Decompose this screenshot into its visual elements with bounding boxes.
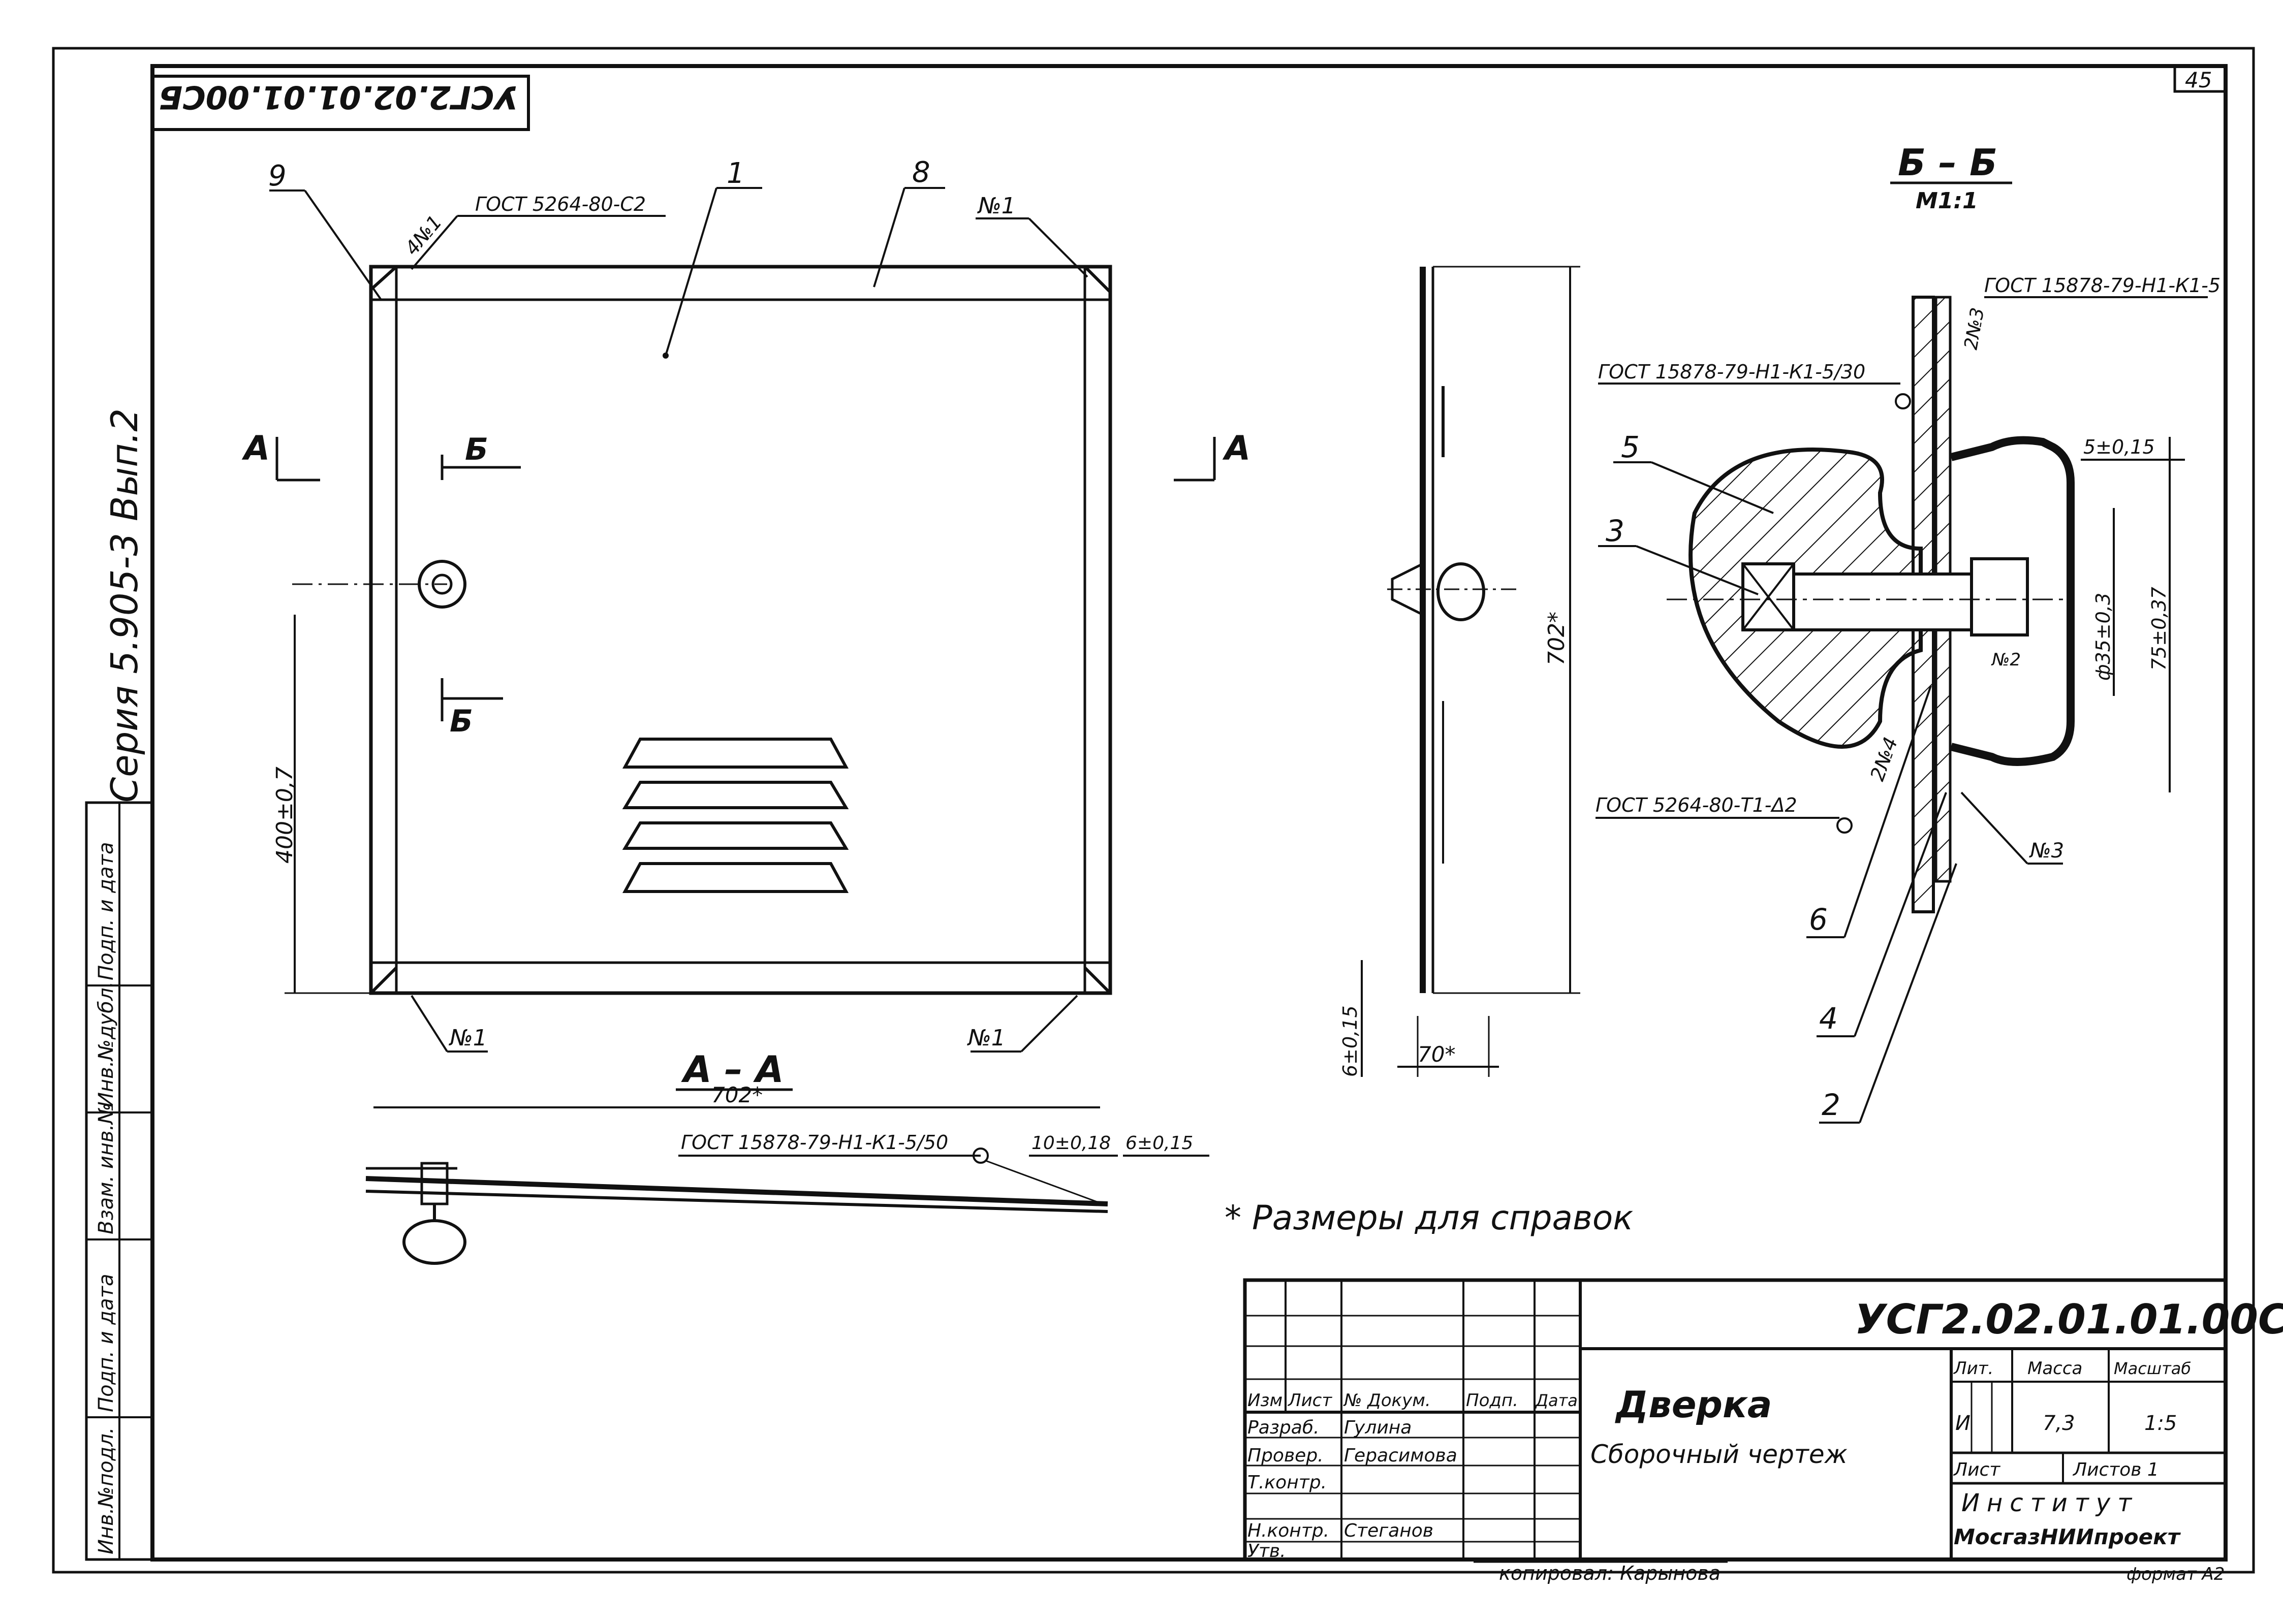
- scale-val: 1:5: [2144, 1412, 2177, 1435]
- section-aa: А – А 702* ГОСТ 15878-79-Н1-К1-5/50 10±0…: [365, 1048, 1209, 1265]
- weld-bl: №1: [448, 1025, 487, 1051]
- label-9: 9: [268, 160, 287, 193]
- hdr-date: Дата: [1535, 1391, 1578, 1410]
- name-4: Стеганов: [1344, 1520, 1433, 1541]
- bb-weld-4: №3: [2029, 839, 2064, 863]
- scale-h: Масштаб: [2114, 1359, 2191, 1378]
- tb-doc-type: Сборочный чертеж: [1590, 1440, 1848, 1469]
- side-view: 702* 70* 6±0,15: [1339, 266, 1580, 1077]
- role-4: Н.контр.: [1247, 1520, 1329, 1541]
- aa-dim-10: 10±0,18: [1031, 1133, 1111, 1154]
- lit-h: Лит.: [1953, 1358, 1993, 1379]
- outer-frame: [52, 47, 2255, 1574]
- gost-top: ГОСТ 5264-80-С2: [475, 193, 646, 215]
- section-bb-scale: М1:1: [1916, 188, 1978, 214]
- sheet-number-box: [2173, 65, 2227, 93]
- name-2: Герасимова: [1344, 1445, 1457, 1466]
- side-dim-6: 6±0,15: [1339, 1005, 1361, 1077]
- role-2: Провер.: [1247, 1445, 1324, 1466]
- weld-tr: №1: [977, 193, 1016, 219]
- bb-gost-bottom: ГОСТ 5264-80-Т1-Δ2: [1596, 794, 1797, 816]
- strip-label-2: Взам. инв.№: [95, 1103, 118, 1234]
- label-8: 8: [912, 156, 930, 189]
- side-dim-70: 70*: [1418, 1042, 1455, 1067]
- hdr-izm: Изм: [1247, 1390, 1283, 1411]
- code-box: [151, 75, 530, 131]
- bb-label-6: 6: [1809, 902, 1828, 937]
- aa-gost: ГОСТ 15878-79-Н1-К1-5/50: [681, 1131, 948, 1154]
- bb-gost-right: ГОСТ 15878-79-Н1-К1-5: [1984, 274, 2221, 297]
- reference-note: * Размеры для справок: [1225, 1198, 1633, 1237]
- section-b-top: Б: [465, 432, 488, 467]
- tb-code: УСГ2.02.01.01.00СБ: [1855, 1296, 2283, 1343]
- section-b-bottom: Б: [450, 704, 473, 739]
- label-1: 1: [727, 157, 745, 190]
- mass-h: Масса: [2027, 1358, 2082, 1379]
- hdr-list: Лист: [1287, 1390, 1332, 1411]
- bb-label-4: 4: [1819, 1001, 1838, 1036]
- bb-label-2: 2: [1822, 1088, 1840, 1122]
- lit-val: И: [1955, 1412, 1971, 1435]
- section-a-right: А: [1222, 429, 1250, 468]
- louvres: [622, 738, 849, 893]
- bb-label-5: 5: [1621, 430, 1640, 464]
- aa-dim-702: 702*: [711, 1082, 763, 1107]
- role-5: Утв.: [1247, 1541, 1286, 1562]
- name-1: Гулина: [1344, 1417, 1412, 1438]
- bb-label-3: 3: [1606, 514, 1624, 548]
- bb-dim-5: 5±0,15: [2083, 436, 2155, 458]
- strip-label-4: Подп. и дата: [95, 842, 118, 980]
- format-label: формат А2: [2126, 1564, 2225, 1584]
- front-view: 9 1 8 ГОСТ 5264-80-С2 4№1 №1 №1 №1 А А Б: [241, 156, 1250, 1053]
- strip-label-3: Инв.№дубл.: [95, 981, 118, 1107]
- sheet-h: Лист: [1953, 1459, 2000, 1480]
- left-strip: Инв.№подл. Подп. и дата Взам. инв.№ Инв.…: [85, 801, 154, 1561]
- mass-val: 7,3: [2043, 1412, 2075, 1435]
- role-3: Т.контр.: [1247, 1472, 1327, 1493]
- bb-gost-left: ГОСТ 15878-79-Н1-К1-5/30: [1598, 361, 1865, 383]
- tb-name: Дверка: [1615, 1383, 1772, 1426]
- org-1: Институт: [1961, 1489, 2139, 1517]
- section-bb: Б – Б М1:1 5 3 ГОСТ 15878-79-Н1-К1-5 2№3: [1596, 141, 2221, 1124]
- bb-dim-35: ф35±0,3: [2092, 593, 2114, 681]
- copied-by: копировал: Карынова: [1499, 1562, 1721, 1584]
- bb-weld-1: 2№3: [1960, 306, 1988, 351]
- series-note: Серия 5.905-3 Вып.2: [103, 408, 146, 803]
- side-dim-702: 702*: [1544, 612, 1570, 665]
- strip-label-1: Подп. и дата: [95, 1274, 118, 1412]
- code-rotated: УСГ2.02.01.01.00СБ: [159, 79, 518, 116]
- weld-br: №1: [966, 1025, 1006, 1051]
- bb-weld-3: №2: [1991, 650, 2021, 670]
- bb-dim-75: 75±0,37: [2148, 587, 2170, 671]
- section-bb-title: Б – Б: [1898, 141, 1997, 184]
- hdr-doc: № Докум.: [1343, 1390, 1431, 1411]
- hdr-sign: Подп.: [1466, 1390, 1518, 1411]
- dim-400: 400±0,7: [272, 767, 298, 864]
- section-a-left: А: [241, 429, 270, 468]
- strip-label-0: Инв.№подл.: [95, 1427, 118, 1554]
- sheets-h: Листов 1: [2072, 1459, 2159, 1480]
- sheet-number: 45: [2185, 68, 2212, 92]
- role-1: Разраб.: [1247, 1417, 1319, 1438]
- section-aa-title: А – А: [681, 1048, 784, 1091]
- org-2: МосгазНИИпроект: [1954, 1524, 2181, 1549]
- bb-weld-2: 2№4: [1866, 734, 1902, 784]
- aa-dim-6: 6±0,15: [1125, 1133, 1193, 1154]
- title-block: Изм Лист № Докум. Подп. Дата Разраб. Гул…: [1243, 1278, 2283, 1562]
